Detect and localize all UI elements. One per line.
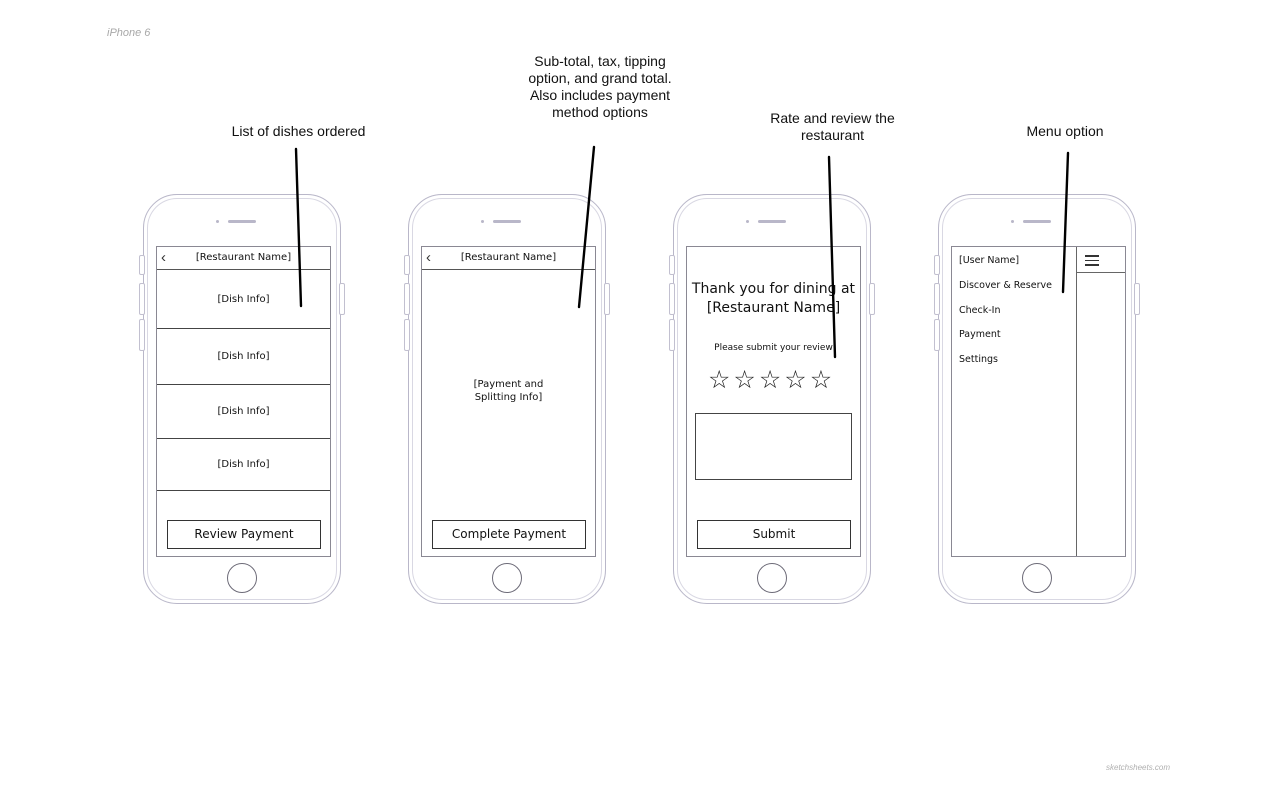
- review-screen: Thank you for dining at [Restaurant Name…: [686, 246, 861, 557]
- camera: [216, 220, 219, 223]
- menu-item-check-in[interactable]: Check-In: [959, 305, 1001, 316]
- phone-menu: [User Name] Discover & Reserve Check-In …: [934, 194, 1140, 604]
- power-button: [869, 283, 875, 315]
- phone-review: Thank you for dining at [Restaurant Name…: [669, 194, 875, 604]
- volume-down-button: [404, 319, 410, 351]
- review-textarea[interactable]: [695, 413, 852, 480]
- annotation-review: Rate and review the restaurant: [770, 110, 895, 143]
- payment-info-line1: [Payment and: [473, 379, 544, 390]
- mute-switch: [404, 255, 410, 275]
- star-icon[interactable]: ☆: [708, 366, 731, 394]
- dish-info: [Dish Info]: [217, 406, 270, 417]
- power-button: [604, 283, 610, 315]
- thank-you-heading: Thank you for dining at [Restaurant Name…: [687, 280, 860, 318]
- pointer-payment: [577, 145, 596, 309]
- speaker: [1023, 220, 1051, 223]
- dish-info: [Dish Info]: [217, 351, 270, 362]
- thank-you-line1: Thank you for dining at: [691, 281, 856, 297]
- volume-down-button: [139, 319, 145, 351]
- back-chevron-icon[interactable]: ‹: [426, 249, 431, 266]
- camera: [1011, 220, 1014, 223]
- hamburger-menu-icon: [1085, 255, 1099, 269]
- star-icon[interactable]: ☆: [758, 366, 782, 394]
- menu-item-discover-reserve[interactable]: Discover & Reserve: [959, 280, 1052, 291]
- payment-screen: ‹ [Restaurant Name] [Payment and Splitti…: [421, 246, 596, 557]
- pointer-menu: [1061, 151, 1070, 294]
- star-rating[interactable]: ☆☆☆☆☆: [708, 368, 832, 393]
- volume-up-button: [934, 283, 940, 315]
- side-menu-panel: [User Name] Discover & Reserve Check-In …: [952, 247, 1077, 556]
- speaker: [228, 220, 256, 223]
- camera: [481, 220, 484, 223]
- device-label: iPhone 6: [107, 27, 151, 39]
- home-button: [227, 563, 257, 593]
- dish-row[interactable]: [Dish Info]: [157, 329, 330, 385]
- payment-info-line2: Splitting Info]: [474, 392, 543, 403]
- thank-you-line2: [Restaurant Name]: [706, 300, 841, 316]
- restaurant-title: [Restaurant Name]: [460, 252, 557, 263]
- mute-switch: [934, 255, 940, 275]
- pointer-dishes: [294, 147, 303, 308]
- phone-payment: ‹ [Restaurant Name] [Payment and Splitti…: [404, 194, 610, 604]
- speaker: [758, 220, 786, 223]
- review-prompt: Please submit your review: [714, 343, 833, 353]
- volume-down-button: [669, 319, 675, 351]
- dish-row[interactable]: [Dish Info]: [157, 439, 330, 491]
- volume-up-button: [669, 283, 675, 315]
- home-button: [757, 563, 787, 593]
- dish-info: [Dish Info]: [217, 294, 270, 305]
- mute-switch: [139, 255, 145, 275]
- power-button: [339, 283, 345, 315]
- dish-info: [Dish Info]: [217, 459, 270, 470]
- payment-topbar: ‹ [Restaurant Name]: [422, 247, 595, 270]
- power-button: [1134, 283, 1140, 315]
- star-icon[interactable]: ☆: [733, 366, 756, 394]
- hamburger-button[interactable]: [1077, 247, 1125, 273]
- footer-credit: sketchsheets.com: [1106, 763, 1171, 772]
- camera: [746, 220, 749, 223]
- review-payment-button[interactable]: Review Payment: [167, 520, 321, 549]
- volume-up-button: [139, 283, 145, 315]
- volume-up-button: [404, 283, 410, 315]
- annotation-menu: Menu option: [1026, 123, 1104, 139]
- mute-switch: [669, 255, 675, 275]
- annotation-dishes: List of dishes ordered: [231, 123, 366, 139]
- restaurant-title: [Restaurant Name]: [195, 252, 292, 263]
- back-chevron-icon[interactable]: ‹: [161, 249, 166, 266]
- star-icon[interactable]: ☆: [784, 366, 807, 394]
- annotation-payment: Sub-total, tax, tipping option, and gran…: [528, 53, 672, 120]
- submit-button[interactable]: Submit: [697, 520, 851, 549]
- star-icon[interactable]: ☆: [809, 366, 833, 394]
- complete-payment-button[interactable]: Complete Payment: [432, 520, 586, 549]
- menu-item-payment[interactable]: Payment: [959, 329, 1001, 340]
- menu-screen: [User Name] Discover & Reserve Check-In …: [951, 246, 1126, 557]
- order-topbar: ‹ [Restaurant Name]: [157, 247, 330, 270]
- dish-row[interactable]: [Dish Info]: [157, 385, 330, 439]
- home-button: [1022, 563, 1052, 593]
- speaker: [493, 220, 521, 223]
- dish-row[interactable]: [Dish Info]: [157, 270, 330, 329]
- volume-down-button: [934, 319, 940, 351]
- pointer-review: [827, 155, 837, 359]
- menu-item-user-name[interactable]: [User Name]: [959, 255, 1020, 266]
- menu-item-settings[interactable]: Settings: [959, 354, 998, 365]
- home-button: [492, 563, 522, 593]
